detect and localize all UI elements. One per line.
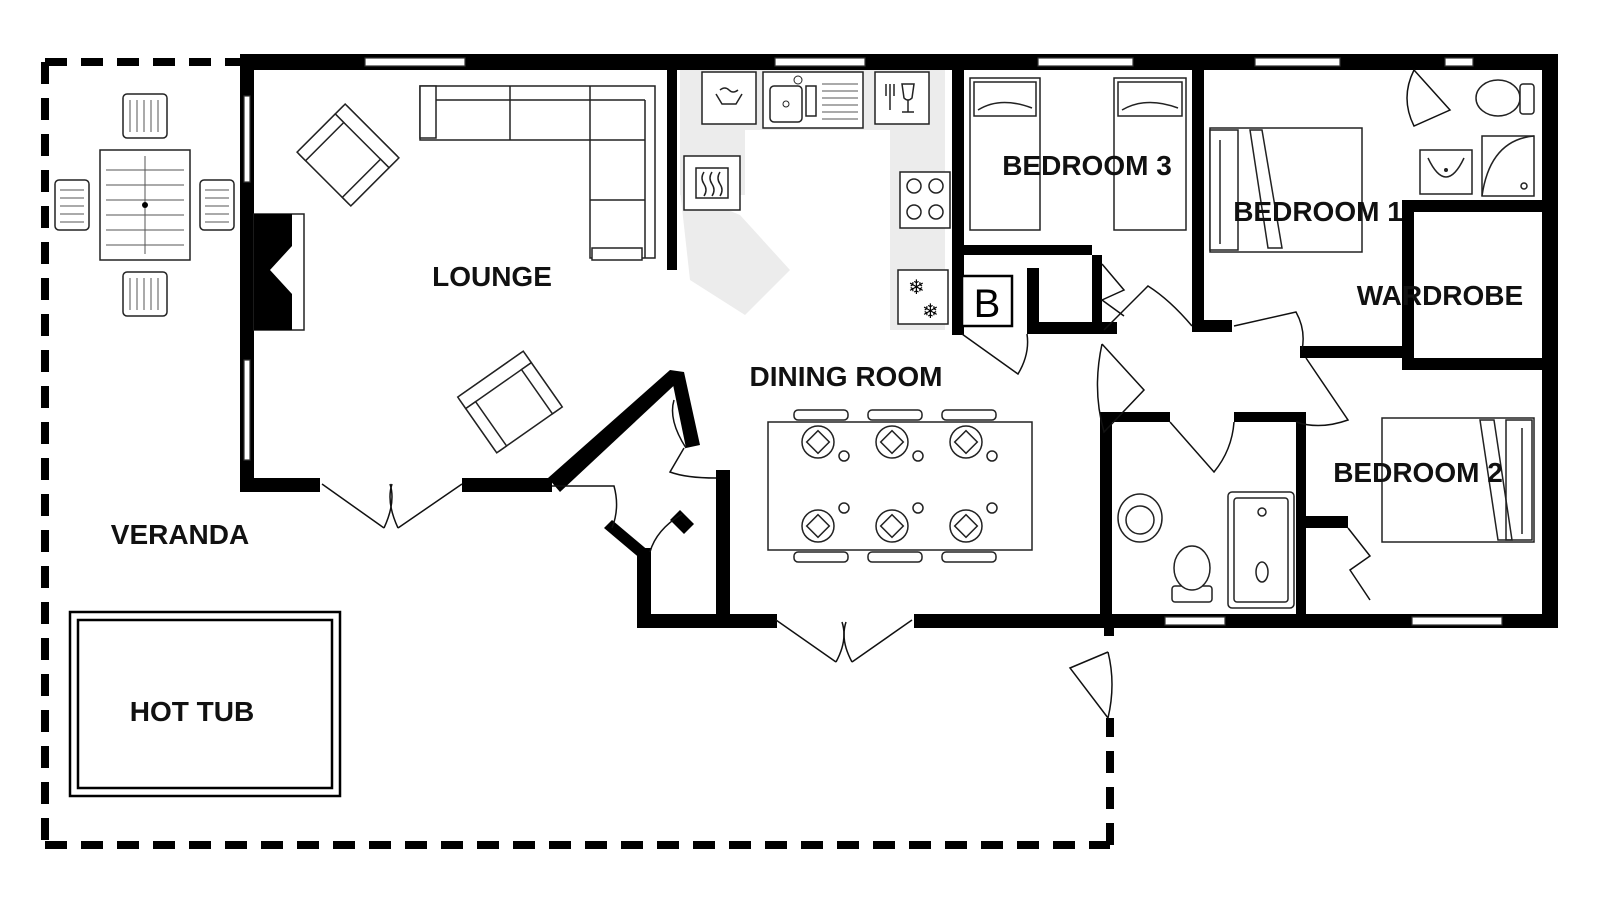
freezer-icon: ❄ ❄ <box>897 269 949 325</box>
washing-machine-icon <box>701 71 757 125</box>
toilet-icon <box>1475 79 1535 117</box>
microwave-icon <box>683 155 741 211</box>
sofa-icon <box>419 85 656 261</box>
room-label-wardrobe: WARDROBE <box>1357 280 1523 311</box>
svg-text:❄: ❄ <box>922 299 939 323</box>
room-label-lounge: LOUNGE <box>432 261 552 292</box>
fireplace-icon <box>253 213 305 331</box>
window-icon <box>243 57 1503 626</box>
room-label-dining-room: DINING ROOM <box>750 361 943 392</box>
shower-icon <box>1227 491 1295 609</box>
shower-icon <box>1481 135 1535 197</box>
toilet-icon <box>1171 545 1213 603</box>
svg-text:❄: ❄ <box>908 275 925 299</box>
room-label-hot-tub: HOT TUB <box>130 696 254 727</box>
hob-icon <box>899 171 951 229</box>
dishwasher-icon <box>874 71 930 125</box>
boiler: B <box>960 274 1014 328</box>
room-label-veranda: VERANDA <box>111 519 249 550</box>
armchair-icon <box>456 350 564 454</box>
armchair-icon <box>296 103 400 207</box>
basin-icon <box>1419 149 1473 195</box>
room-label-bedroom-3: BEDROOM 3 <box>1002 150 1172 181</box>
boiler-label: B <box>974 282 1001 326</box>
room-label-bedroom-1: BEDROOM 1 <box>1233 196 1403 227</box>
double-bed-icon <box>1209 127 1363 253</box>
basin-icon <box>1117 493 1163 543</box>
single-bed-icon <box>1113 77 1187 231</box>
room-label-bedroom-2: BEDROOM 2 <box>1333 457 1503 488</box>
door-icon <box>321 69 1452 720</box>
sink-icon <box>762 71 864 129</box>
double-bed-icon <box>1381 417 1535 543</box>
veranda-outline <box>41 58 1114 849</box>
dining-table-icon <box>767 409 1033 563</box>
single-bed-icon <box>969 77 1041 231</box>
dining-set-icon <box>54 93 235 317</box>
hot-tub-icon <box>68 610 342 798</box>
